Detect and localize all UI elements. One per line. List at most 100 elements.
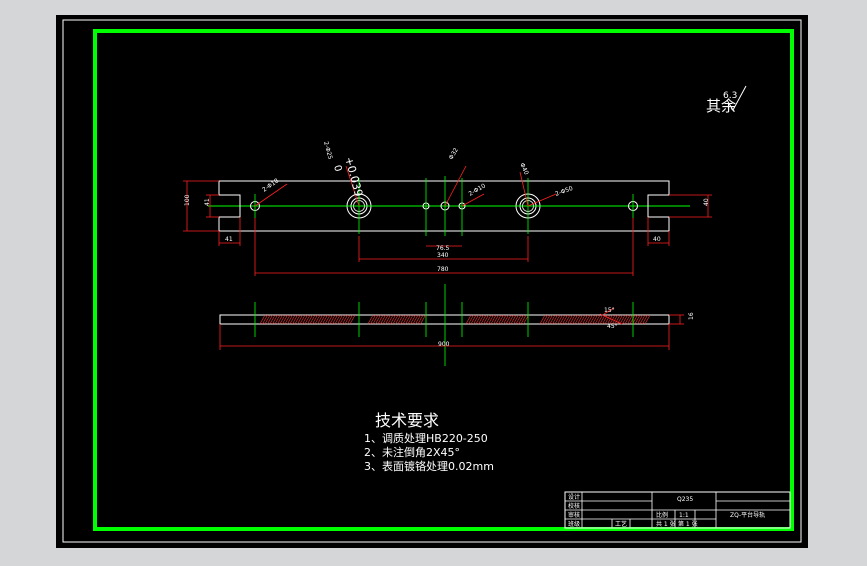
- hatch-line: [513, 314, 519, 325]
- callout-bore-left-code: 2-Φ25: [322, 141, 334, 161]
- dim-40-bottom: 40: [653, 236, 661, 243]
- hatch-line: [322, 314, 328, 325]
- hatch-line: [604, 314, 611, 325]
- hatch-line: [332, 314, 338, 325]
- tech-requirements: 技术要求 1、调质处理HB220-250 2、未注倒角2X45° 3、表面镀铬处…: [364, 411, 494, 473]
- hatch-line: [562, 314, 568, 325]
- hatch-line: [597, 314, 603, 325]
- hatch-line: [259, 314, 266, 325]
- hatch-line: [642, 314, 648, 325]
- hatch-line: [292, 314, 298, 325]
- tb-designer: 设计: [568, 493, 580, 501]
- side-dimensions: [219, 307, 684, 350]
- tb-reviewer: 审核: [568, 511, 580, 519]
- dim-16: 16: [688, 312, 695, 320]
- hatch-line: [612, 314, 618, 325]
- hatch-line: [319, 314, 326, 325]
- front-view: 100 41 41 40 40 76.5 340 780 2-Φ18 +0.03…: [183, 141, 712, 276]
- hatch-line: [599, 314, 606, 325]
- hatch-line: [272, 314, 278, 325]
- roughness-label: 其余: [706, 97, 736, 115]
- hatch-line: [420, 314, 426, 325]
- drawing-frame: [93, 29, 794, 531]
- hatch-line: [267, 314, 273, 325]
- hatch-line: [327, 314, 333, 325]
- hatch-line: [370, 314, 376, 325]
- sheet-outer-border: [62, 19, 802, 543]
- hatch-line: [594, 314, 601, 325]
- hatch-line: [584, 314, 591, 325]
- hatch-line: [342, 314, 348, 325]
- hatch-line: [587, 314, 593, 325]
- tech-req-item-3: 3、表面镀铬处理0.02mm: [364, 459, 494, 473]
- hatch-line: [347, 314, 353, 325]
- side-view: 900 16 45° 15°: [219, 284, 695, 366]
- roughness-value: 6.3: [723, 91, 737, 101]
- hatch-line: [329, 314, 336, 325]
- callout-bore-left-tol-low: 0: [331, 164, 343, 173]
- hatch-line: [274, 314, 281, 325]
- tb-student: 班级: [568, 520, 580, 528]
- hatch-line: [547, 314, 553, 325]
- hatch-line: [644, 314, 651, 325]
- hatch-line: [324, 314, 331, 325]
- tb-checker: 校核: [568, 502, 580, 510]
- hatch-line: [269, 314, 276, 325]
- hatch-line: [592, 314, 598, 325]
- hatch-line: [577, 314, 583, 325]
- hatch-line: [602, 314, 608, 325]
- hatch-line: [304, 314, 311, 325]
- tech-req-title: 技术要求: [375, 411, 439, 430]
- hatch-line: [284, 314, 291, 325]
- hatch-line: [344, 314, 351, 325]
- hatch-line: [337, 314, 343, 325]
- hatch-line: [559, 314, 566, 325]
- hatch-line: [567, 314, 573, 325]
- dim-76: 76.5: [436, 245, 450, 252]
- hatch-line: [557, 314, 563, 325]
- hatch-line: [627, 314, 633, 325]
- hatch-line: [297, 314, 303, 325]
- hatch-line: [480, 314, 487, 325]
- hatch-line: [483, 314, 489, 325]
- hatch-line: [395, 314, 401, 325]
- hatch-line: [277, 314, 283, 325]
- hatch-line: [498, 314, 504, 325]
- hatch-line: [307, 314, 313, 325]
- hatch-line: [549, 314, 556, 325]
- hatch-line: [287, 314, 293, 325]
- hatch-line: [468, 314, 474, 325]
- hatch-line: [385, 314, 391, 325]
- hatch-line: [493, 314, 499, 325]
- dim-41-bottom: 41: [225, 236, 233, 243]
- hatch-line: [539, 314, 546, 325]
- hatch-line: [410, 314, 416, 325]
- hatch-line: [518, 314, 524, 325]
- side-centerlines: [254, 284, 634, 366]
- hatch-line: [582, 314, 588, 325]
- hatch-line: [367, 314, 374, 325]
- tech-req-item-2: 2、未注倒角2X45°: [364, 445, 460, 459]
- hatch-line: [475, 314, 482, 325]
- hatch-line: [309, 314, 316, 325]
- hatch-line: [465, 314, 472, 325]
- hatch-line: [569, 314, 576, 325]
- hatch-line: [520, 314, 527, 325]
- hatch-line: [488, 314, 494, 325]
- tb-scale-label: 比例: [656, 511, 668, 519]
- hatch-line: [589, 314, 596, 325]
- hatch-line: [554, 314, 561, 325]
- hatch-line: [607, 314, 613, 325]
- hatch-line: [572, 314, 578, 325]
- hatch-line: [490, 314, 497, 325]
- hatch-line: [302, 314, 308, 325]
- hatch-line: [382, 314, 389, 325]
- tb-material: Q235: [677, 496, 693, 503]
- side-hatch: [259, 314, 651, 325]
- hatch-line: [624, 314, 631, 325]
- hatch-line: [619, 314, 626, 325]
- hatch-line: [262, 314, 268, 325]
- dim-chamfer-angle: 15°: [604, 307, 615, 314]
